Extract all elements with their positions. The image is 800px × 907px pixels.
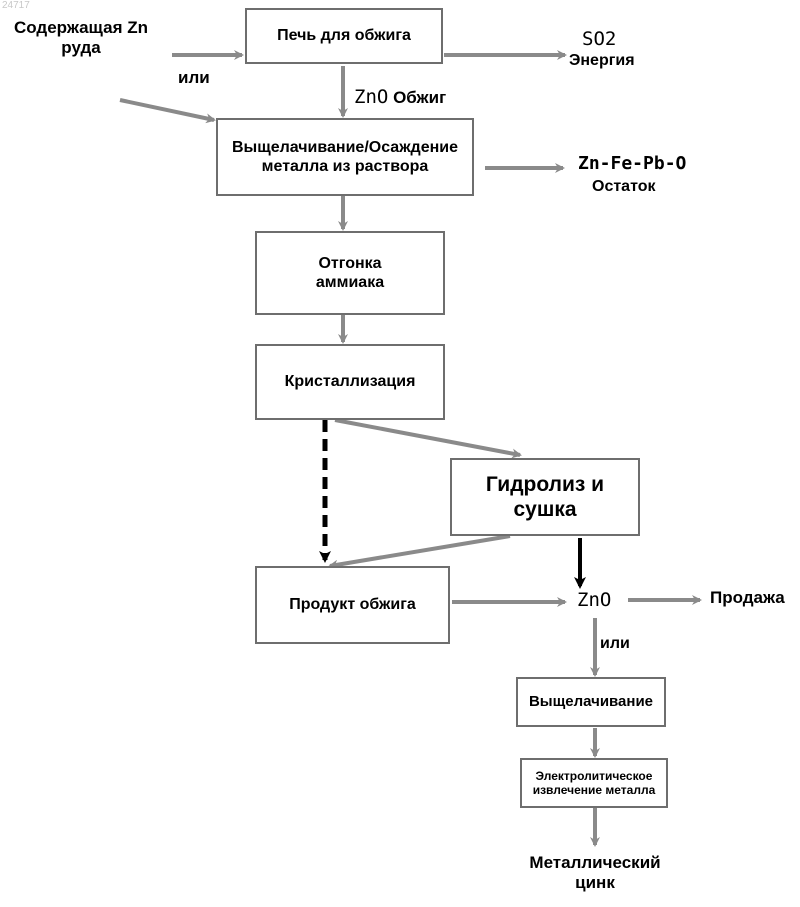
hydrolysis-drying-box: Гидролиз и сушка (450, 458, 640, 536)
residue-label: Остаток (592, 178, 655, 196)
ammonia-distillation-box: Отгонка аммиака (255, 231, 445, 315)
metallic-zinc-label: Металлический цинк (510, 853, 680, 893)
arrow-ore-to-leaching (120, 100, 214, 120)
roast-product-box: Продукт обжига (255, 566, 450, 644)
energy-label: Энергия (569, 52, 635, 70)
zno-product-label: ZnO (577, 589, 611, 611)
leaching-precipitation-box: Выщелачивание/Осаждение металла из раств… (216, 118, 474, 196)
leaching-box: Выщелачивание (516, 677, 666, 727)
so2-label: SO2 (582, 28, 616, 50)
roasting-furnace-box: Печь для обжига (245, 8, 443, 64)
or-label-top: или (178, 68, 210, 88)
zno-roast-label: ZnO Обжиг (354, 86, 446, 108)
crystallization-box: Кристаллизация (255, 344, 445, 420)
arrow-hydrolysis-to-product (330, 536, 510, 566)
sale-label: Продажа (710, 588, 785, 608)
zno-formula: ZnO (354, 86, 388, 108)
residue-formula-label: Zn-Fe-Pb-O (578, 153, 686, 174)
arrow-crystallization-to-hydrolysis (335, 420, 520, 455)
zn-ore-label: Содержащая Zn руда (6, 18, 156, 58)
or-label-bottom: или (600, 635, 630, 653)
roast-word: Обжиг (393, 88, 446, 107)
electrowinning-box: Электролитическое извлечение металла (520, 758, 668, 808)
